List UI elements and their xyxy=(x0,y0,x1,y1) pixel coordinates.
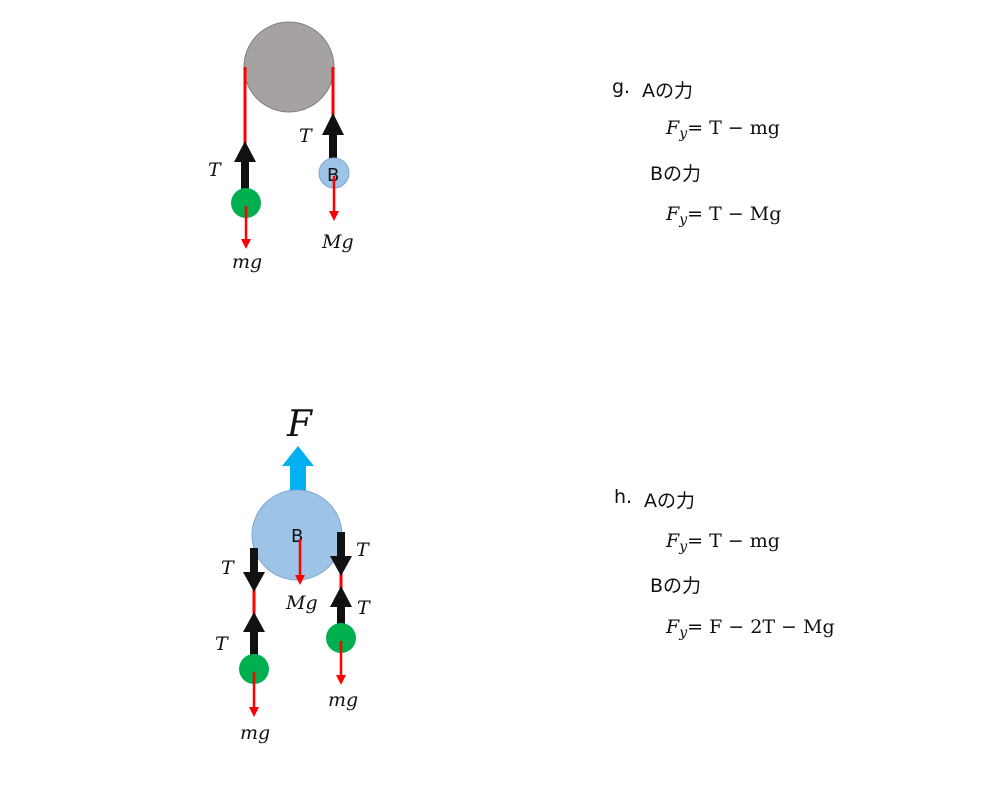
eq-lhs: F xyxy=(666,530,680,552)
eq-rhs: = T − mg xyxy=(687,117,780,139)
eq-sub: y xyxy=(679,126,688,142)
weight-label-b: Mg xyxy=(321,231,354,253)
tension-label-right: T xyxy=(299,125,313,147)
diagram-h: F B Mg T T T xyxy=(215,404,371,744)
problem-h-label: h. xyxy=(614,486,633,508)
weight-label-m: mg xyxy=(232,251,262,273)
problem-g-a-equation: Fy= T − mg xyxy=(666,117,780,142)
mass-left xyxy=(239,654,269,684)
tension-label-top-right: T xyxy=(356,539,370,561)
diagram-g: T T B mg Mg xyxy=(208,21,354,273)
applied-force-arrow xyxy=(282,446,314,493)
eq-sub: y xyxy=(679,212,688,228)
tension-arrow-left xyxy=(234,141,256,190)
tension-label-top-left: T xyxy=(221,557,235,579)
eq-rhs: = F − 2T − Mg xyxy=(687,616,835,638)
eq-lhs: F xyxy=(666,203,680,225)
tension-label-right-up: T xyxy=(357,597,371,619)
eq-sub: y xyxy=(679,625,688,641)
mass-m xyxy=(231,188,261,218)
block-b-label: B xyxy=(327,165,339,186)
problem-g-a-heading: Aの力 xyxy=(642,80,693,102)
eq-lhs: F xyxy=(666,616,680,638)
eq-lhs: F xyxy=(666,117,680,139)
eq-rhs: = T − mg xyxy=(687,530,780,552)
applied-force-label: F xyxy=(286,404,314,445)
tension-arrow-left-up xyxy=(243,612,265,660)
tension-arrow-top-right xyxy=(330,532,352,576)
problem-h-b-heading: Bの力 xyxy=(650,575,702,597)
block-b-label: B xyxy=(291,526,303,547)
tension-arrow-right-up xyxy=(330,586,352,627)
weight-label-right: mg xyxy=(328,689,358,711)
eq-rhs: = T − Mg xyxy=(687,203,782,225)
eq-sub: y xyxy=(679,539,688,555)
weight-label-b: Mg xyxy=(285,592,318,614)
problem-h-a-equation: Fy= T − mg xyxy=(666,530,780,555)
problem-g-b-equation: Fy= T − Mg xyxy=(666,203,781,228)
pulley xyxy=(243,21,335,113)
problem-g-label: g. xyxy=(612,76,631,98)
tension-label-left-up: T xyxy=(215,633,229,655)
weight-label-left: mg xyxy=(240,722,270,744)
tension-arrow-right xyxy=(322,113,344,161)
tension-label-left: T xyxy=(208,159,222,181)
problem-g-b-heading: Bの力 xyxy=(650,163,702,185)
problem-h-b-equation: Fy= F − 2T − Mg xyxy=(666,616,835,641)
mass-right xyxy=(326,623,356,653)
problem-h-a-heading: Aの力 xyxy=(644,490,695,512)
tension-arrow-top-left xyxy=(243,548,265,592)
